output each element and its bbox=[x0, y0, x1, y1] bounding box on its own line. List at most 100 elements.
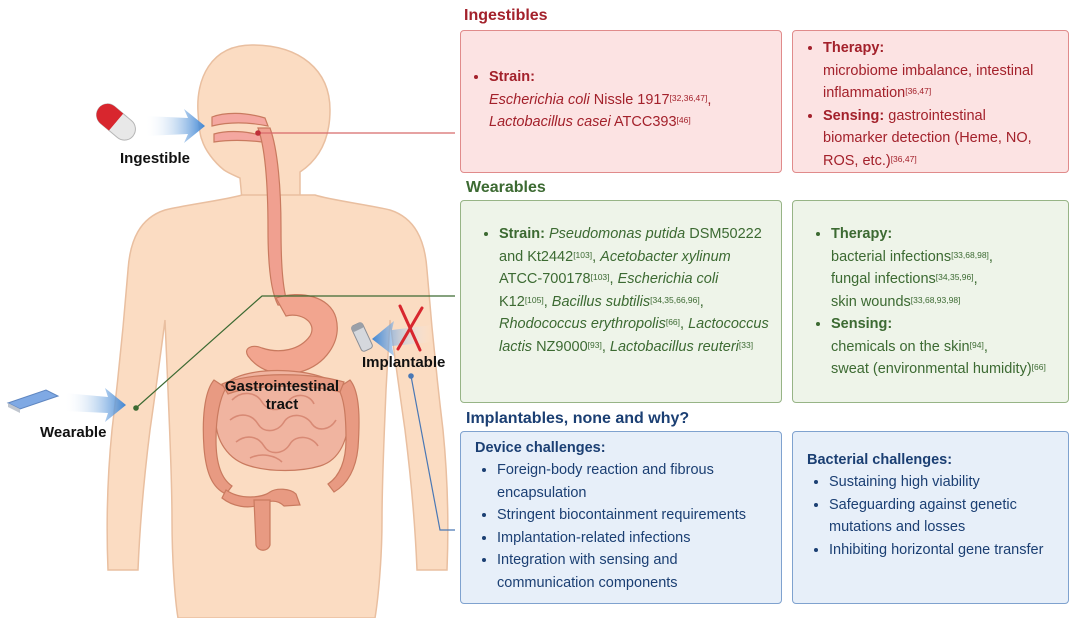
organism-name: Acetobacter xylinum bbox=[600, 248, 731, 265]
organism-name: Rhodococcus erythropolis bbox=[499, 316, 666, 332]
wearables-application-box: Therapy: bacterial infections[33,68,98],… bbox=[792, 200, 1069, 403]
ingestible-dot bbox=[255, 130, 261, 136]
wearables-application-list: Therapy: bacterial infections[33,68,98],… bbox=[809, 223, 1062, 381]
cross-icon bbox=[396, 304, 424, 352]
ingestibles-application-list: Therapy: microbiome imbalance, intestina… bbox=[801, 37, 1038, 172]
therapy-label: Therapy: bbox=[823, 40, 885, 56]
separator: , bbox=[983, 338, 988, 355]
list-item: Implantation-related infections bbox=[497, 527, 767, 550]
reference: [36,47] bbox=[890, 153, 917, 164]
therapy-item: fungal infections bbox=[831, 271, 936, 287]
bacterial-challenges-box: Bacterial challenges: Sustaining high vi… bbox=[792, 431, 1069, 604]
sensing-label: Sensing: bbox=[823, 107, 885, 124]
therapy-item: bacterial infections bbox=[831, 248, 952, 265]
list-item: Strain: Pseudomonas putida DSM50222 and … bbox=[499, 223, 769, 358]
gi-tract-label-line2: tract bbox=[265, 396, 299, 413]
organism-name: Pseudomonas putida bbox=[548, 226, 686, 242]
digestive-tract bbox=[202, 112, 360, 551]
wearable-dot bbox=[133, 405, 139, 411]
ingestible-arrow bbox=[145, 109, 205, 143]
bacterial-challenges-list: Sustaining high viabilitySafeguarding ag… bbox=[807, 471, 1058, 561]
reference: [103] bbox=[590, 272, 610, 282]
reference: [46] bbox=[676, 115, 691, 125]
strain-text: ATCC393 bbox=[610, 114, 677, 130]
list-item: Sensing: gastrointestinal biomarker dete… bbox=[823, 105, 1038, 173]
reference: [66] bbox=[665, 317, 681, 327]
reference: [34,35,96] bbox=[935, 272, 974, 282]
separator: , bbox=[699, 293, 704, 310]
reference: [33,68,98] bbox=[951, 249, 989, 260]
list-item: Inhibiting horizontal gene transfer bbox=[829, 539, 1058, 562]
reference: [34,35,66,96] bbox=[650, 294, 700, 305]
separator: , bbox=[988, 248, 993, 265]
strain-label: Strain: bbox=[499, 226, 545, 242]
wearables-strain-list: Strain: Pseudomonas putida DSM50222 and … bbox=[477, 223, 769, 358]
list-item: Sustaining high viability bbox=[829, 471, 1058, 494]
reference: [103] bbox=[573, 249, 593, 260]
list-item: Strain: Escherichia coli Nissle 1917[32,… bbox=[489, 66, 767, 134]
separator: , bbox=[707, 91, 712, 108]
reference: [33] bbox=[738, 339, 754, 350]
strain-text: K12 bbox=[499, 293, 525, 310]
reference: [66] bbox=[1031, 362, 1046, 372]
sensing-item: sweat (environmental humidity) bbox=[831, 361, 1032, 377]
list-item: Therapy: bacterial infections[33,68,98],… bbox=[831, 223, 1062, 313]
wearables-strain-box: Strain: Pseudomonas putida DSM50222 and … bbox=[460, 200, 782, 403]
sensing-label: Sensing: bbox=[831, 316, 893, 332]
therapy-label: Therapy: bbox=[831, 226, 893, 242]
reference: [36,47] bbox=[905, 86, 932, 96]
ingestibles-title: Ingestibles bbox=[464, 7, 548, 24]
device-challenges-box: Device challenges: Foreign-body reaction… bbox=[460, 431, 782, 604]
separator: , bbox=[680, 316, 689, 332]
organism-name: Escherichia coli bbox=[617, 271, 719, 287]
separator: , bbox=[609, 271, 618, 287]
organism-name: Lactobacillus casei bbox=[489, 114, 611, 130]
reference: [32,36,47] bbox=[669, 92, 708, 103]
sensing-text: gastrointestinal biomarker detection (He… bbox=[823, 107, 1032, 169]
device-challenges-heading: Device challenges: bbox=[475, 440, 606, 456]
human-body-illustration bbox=[6, 44, 455, 618]
list-item: Integration with sensing and communicati… bbox=[497, 549, 767, 594]
implantable-label: Implantable bbox=[362, 354, 446, 371]
ingestibles-application-box: Therapy: microbiome imbalance, intestina… bbox=[792, 30, 1069, 173]
implantables-title: Implantables, none and why? bbox=[466, 410, 690, 427]
bacterial-challenges-heading: Bacterial challenges: bbox=[807, 452, 953, 468]
strain-label: Strain: bbox=[489, 69, 535, 85]
therapy-text: microbiome imbalance, intestinal inflamm… bbox=[823, 62, 1034, 102]
strain-text: Nissle 1917 bbox=[589, 91, 670, 108]
separator: , bbox=[601, 338, 610, 355]
separator: , bbox=[973, 271, 978, 287]
wearable-arrow bbox=[64, 388, 126, 422]
list-item: Therapy: microbiome imbalance, intestina… bbox=[823, 37, 1038, 105]
organism-name: Escherichia coli bbox=[489, 91, 590, 108]
list-item: Stringent biocontainment requirements bbox=[497, 504, 767, 527]
implant-device-icon bbox=[351, 322, 373, 352]
ingestibles-strain-box: Strain: Escherichia coli Nissle 1917[32,… bbox=[460, 30, 782, 173]
strain-text: NZ9000 bbox=[532, 338, 588, 355]
therapy-item: skin wounds bbox=[831, 293, 911, 310]
implantable-dot bbox=[408, 373, 414, 379]
organism-name: Lactobacillus reuteri bbox=[609, 338, 739, 355]
patch-icon bbox=[6, 389, 60, 413]
connector-lines bbox=[135, 132, 455, 531]
sensing-item: chemicals on the skin bbox=[831, 338, 970, 355]
ingestibles-strain-list: Strain: Escherichia coli Nissle 1917[32,… bbox=[467, 66, 767, 134]
list-item: Foreign-body reaction and fibrous encaps… bbox=[497, 459, 767, 504]
separator: , bbox=[543, 293, 552, 310]
device-challenges-list: Foreign-body reaction and fibrous encaps… bbox=[475, 459, 767, 594]
reference: [93] bbox=[587, 339, 602, 350]
ingestible-label: Ingestible bbox=[120, 150, 191, 167]
separator: , bbox=[592, 248, 601, 265]
list-item: Safeguarding against genetic mutations a… bbox=[829, 494, 1058, 539]
implantable-arrow bbox=[372, 321, 432, 356]
pill-icon bbox=[96, 103, 136, 141]
wearables-title: Wearables bbox=[466, 179, 546, 196]
reference: [94] bbox=[969, 339, 984, 350]
organism-name: Bacillus subtilis bbox=[551, 293, 651, 310]
strain-text: DSM50222 and Kt2442 bbox=[499, 226, 762, 265]
reference: [33,68,93,98] bbox=[910, 294, 961, 305]
gi-tract-label: Gastrointestinal tract bbox=[222, 378, 342, 414]
strain-text: ATCC-700178 bbox=[499, 271, 591, 287]
organism-name: Lactococcus lactis bbox=[499, 316, 769, 355]
reference: [105] bbox=[524, 294, 544, 305]
